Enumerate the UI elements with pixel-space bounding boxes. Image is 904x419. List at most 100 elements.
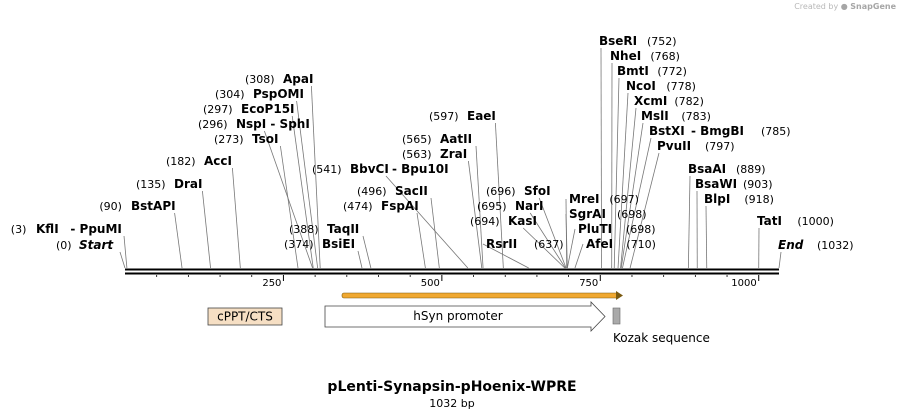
site-ecop15i-leader bbox=[291, 115, 314, 269]
site-sfoi-position: (696) bbox=[486, 185, 516, 198]
site-bbvci-position: (541) bbox=[312, 163, 342, 176]
ruler-tick-label: 1000 bbox=[731, 278, 756, 289]
site-sacii-leader bbox=[430, 197, 440, 269]
site-bstapi-position: (90) bbox=[99, 200, 122, 213]
site-bbvci-isoschizomer-label: - Bpu10I bbox=[392, 162, 449, 176]
site-rsrii-label: RsrII bbox=[486, 237, 517, 251]
site-afei-leader bbox=[574, 243, 584, 269]
site-aatii-leader bbox=[475, 145, 484, 269]
site-msli-leader bbox=[620, 122, 644, 269]
site-eaei-leader bbox=[495, 122, 504, 269]
site-fspai-leader bbox=[416, 212, 426, 269]
site-xcmi-leader bbox=[620, 107, 637, 269]
site-bsiei-leader bbox=[357, 250, 363, 269]
site-acci-label: AccI bbox=[204, 154, 232, 168]
site-bsawi-position: (903) bbox=[743, 178, 773, 191]
site-acci-leader bbox=[232, 167, 241, 269]
ruler-tick-label: 250 bbox=[262, 278, 281, 289]
feature-cppt-cts-label: cPPT/CTS bbox=[217, 310, 273, 324]
site-nari-label: NarI bbox=[515, 199, 544, 213]
start-leader bbox=[119, 251, 126, 269]
site-taqii-leader bbox=[362, 235, 372, 269]
site-bmti-leader bbox=[613, 77, 620, 269]
site-bmti-position: (772) bbox=[657, 65, 687, 78]
site-ncoi-position: (778) bbox=[666, 80, 696, 93]
site-tsoi-leader bbox=[280, 145, 299, 269]
site-fspai-position: (474) bbox=[343, 200, 373, 213]
site-bseri-position: (752) bbox=[647, 35, 677, 48]
site-tati-position: (1000) bbox=[797, 215, 834, 228]
site-mrei-position: (697) bbox=[609, 193, 639, 206]
site-nhei-label: NheI bbox=[610, 49, 641, 63]
site-tsoi-position: (273) bbox=[214, 133, 244, 146]
site-blpi-label: BlpI bbox=[704, 192, 730, 206]
features-track: cPPT/CTS hSyn promoter Kozak sequence bbox=[207, 301, 710, 345]
ruler-tick-label: 500 bbox=[421, 278, 440, 289]
backbone-bottom-strand bbox=[125, 272, 779, 275]
site-bstxi-position: (785) bbox=[761, 125, 791, 138]
site-bbvci-leader bbox=[385, 175, 469, 269]
site-sfoi-label: SfoI bbox=[524, 184, 551, 198]
feature-hsyn-promoter bbox=[324, 301, 606, 332]
snapgene-logo-icon: ● bbox=[840, 2, 848, 11]
site-zrai-leader bbox=[468, 160, 483, 269]
site-pspomi-position: (304) bbox=[215, 88, 245, 101]
site-bmti-label: BmtI bbox=[617, 64, 649, 78]
end-position: (1032) bbox=[817, 239, 854, 252]
site-bsaai-position: (889) bbox=[736, 163, 766, 176]
site-bstxi-isoschizomer-label: - BmgBI bbox=[691, 124, 744, 138]
site-nari-leader bbox=[529, 212, 566, 269]
feature-kozak-sequence-label: Kozak sequence bbox=[613, 331, 710, 345]
site-eaei-label: EaeI bbox=[467, 109, 496, 123]
site-kfli-position: (3) bbox=[11, 223, 27, 236]
site-pvuii-position: (797) bbox=[705, 140, 735, 153]
site-bsawi-label: BsaWI bbox=[695, 177, 737, 191]
site-apai-leader bbox=[311, 85, 321, 269]
site-pspomi-leader bbox=[296, 100, 319, 269]
site-kfli-leader bbox=[123, 235, 128, 269]
site-ecop15i-position: (297) bbox=[203, 103, 233, 116]
plasmid-size: 1032 bp bbox=[429, 397, 475, 410]
site-kasi-position: (694) bbox=[470, 215, 500, 228]
end-label: End bbox=[778, 238, 804, 252]
site-kfli-isoschizomer-label: - PpuMI bbox=[70, 222, 122, 236]
site-blpi-position: (918) bbox=[744, 193, 774, 206]
site-bbvci-label: BbvCI bbox=[350, 162, 389, 176]
site-sacii-position: (496) bbox=[357, 185, 387, 198]
site-aatii-position: (565) bbox=[402, 133, 432, 146]
site-blpi-leader bbox=[705, 205, 708, 269]
site-bsiei-position: (374) bbox=[284, 238, 314, 251]
site-kasi-label: KasI bbox=[508, 214, 537, 228]
site-xcmi-position: (782) bbox=[674, 95, 704, 108]
site-nspi-label: NspI bbox=[236, 117, 266, 131]
feature-kozak-sequence bbox=[612, 307, 621, 325]
site-mrei-label: MreI bbox=[569, 192, 599, 206]
site-tsoi-label: TsoI bbox=[252, 132, 278, 146]
site-pspomi-label: PspOMI bbox=[253, 87, 304, 101]
site-ncoi-label: NcoI bbox=[626, 79, 656, 93]
site-sgrai-label: SgrAI bbox=[569, 207, 606, 221]
site-drai-position: (135) bbox=[136, 178, 166, 191]
site-bseri-label: BseRI bbox=[599, 34, 637, 48]
snapgene-watermark: Created by ● SnapGene bbox=[794, 2, 896, 11]
site-ncoi-leader bbox=[617, 92, 629, 269]
site-rsrii-position: (637) bbox=[534, 238, 564, 251]
site-taqii-label: TaqII bbox=[327, 222, 359, 236]
watermark-prefix: Created by bbox=[794, 2, 839, 11]
site-afei-position: (710) bbox=[626, 238, 656, 251]
site-nspi-isoschizomer-label: - SphI bbox=[270, 117, 309, 131]
site-sgrai-leader bbox=[565, 213, 568, 269]
start-position: (0) bbox=[56, 239, 72, 252]
orf-bar bbox=[341, 291, 623, 300]
site-fspai-label: FspAI bbox=[381, 199, 419, 213]
site-zrai-position: (563) bbox=[402, 148, 432, 161]
feature-hsyn-promoter-label: hSyn promoter bbox=[413, 309, 502, 323]
site-afei-label: AfeI bbox=[586, 237, 613, 251]
site-taqii-position: (388) bbox=[289, 223, 319, 236]
site-sacii-label: SacII bbox=[395, 184, 428, 198]
site-labels: (0) Start End (1032) KflI- PpuMI(3)BstAP… bbox=[11, 34, 854, 252]
site-kfli-label: KflI bbox=[36, 222, 59, 236]
site-drai-label: DraI bbox=[174, 177, 202, 191]
site-pluti-label: PluTI bbox=[578, 222, 612, 236]
